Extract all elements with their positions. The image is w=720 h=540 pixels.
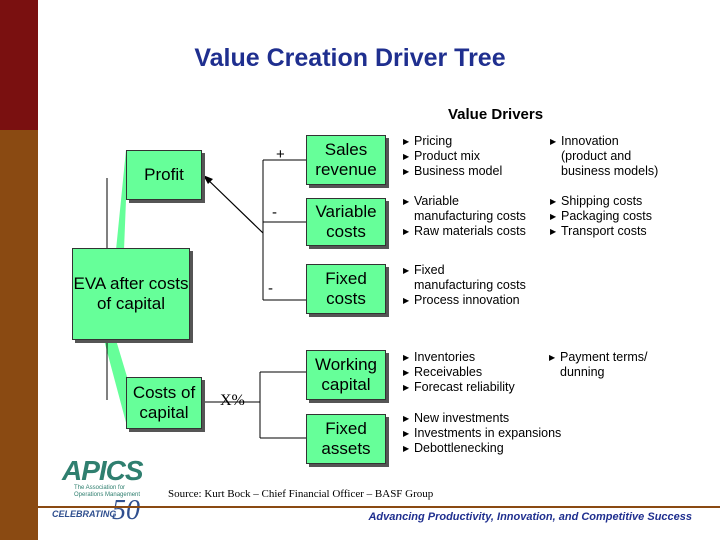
apics-logo-celebrating: CELEBRATING [52,509,117,519]
driver-item-continued: manufacturing costs [414,278,526,292]
sales-revenue-box: Sales revenue [306,135,386,185]
page-title: Value Creation Driver Tree [194,44,506,72]
footer-divider [0,506,720,508]
variable-drivers-left: Variable manufacturing costs Raw materia… [403,194,526,239]
driver-item: Raw materials costs [403,224,526,239]
variable-drivers-right: Shipping costs Packaging costs Transport… [550,194,652,239]
fixed-assets-box: Fixed assets [306,414,386,464]
apics-logo-subtitle: The Association for Operations Managemen… [74,485,141,498]
driver-item: Debottlenecking [403,441,561,456]
driver-item: Process innovation [403,293,526,308]
variable-costs-box: Variable costs [306,198,386,246]
driver-item: Transport costs [550,224,652,239]
sign-plus-sales: + [276,146,285,163]
profit-box: Profit [126,150,202,200]
sidebar-bottom-band [0,130,38,540]
sign-minus-variable: - [272,204,277,221]
driver-item-continued: (product and [561,149,632,163]
fixed-costs-box: Fixed costs [306,264,386,314]
driver-item: Receivables [403,365,515,380]
driver-item: Inventories [403,350,515,365]
driver-item: Forecast reliability [403,380,515,395]
assets-drivers-left: New investments Investments in expansion… [403,411,561,456]
sign-minus-fixed: - [268,280,273,297]
sidebar-top-band [0,0,38,130]
driver-item: Packaging costs [550,209,652,224]
arrowhead-profit [203,175,213,184]
eva-box: EVA after costs of capital [72,248,190,340]
sales-drivers-left: Pricing Product mix Business model [403,134,502,179]
working-drivers-right: Payment terms/ dunning [549,350,648,380]
footer-tagline: Advancing Productivity, Innovation, and … [368,511,692,523]
working-drivers-left: Inventories Receivables Forecast reliabi… [403,350,515,395]
fixed-drivers-left: Fixed manufacturing costs Process innova… [403,263,526,308]
working-capital-box: Working capital [306,350,386,400]
driver-item-continued: dunning [560,365,605,379]
line-profit-branch [202,174,264,234]
apics-logo-fifty: 50 [112,495,140,526]
driver-item: Pricing [403,134,502,149]
value-drivers-heading: Value Drivers [448,106,544,123]
sales-drivers-right: Innovation (product and business models) [550,134,658,179]
driver-item: Product mix [403,149,502,164]
costs-of-capital-box: Costs of capital [126,377,202,429]
source-citation: Source: Kurt Bock – Chief Financial Offi… [168,488,434,500]
driver-item: Fixed [403,263,526,278]
driver-item-continued: business models) [561,164,659,178]
driver-item: Payment terms/ [549,350,648,365]
driver-item-continued: manufacturing costs [414,209,526,223]
driver-item: Investments in expansions [403,426,561,441]
driver-item: Business model [403,164,502,179]
capital-rate-label: X% [220,392,245,409]
driver-item: Variable [403,194,526,209]
driver-item: New investments [403,411,561,426]
driver-item: Innovation [550,134,658,149]
apics-logo: APICS The Association for Operations Man… [50,455,160,526]
eva-profit-wedge [116,150,126,250]
apics-logo-wordmark: APICS [62,455,144,486]
eva-costs-wedge [104,340,128,430]
driver-item: Shipping costs [550,194,652,209]
